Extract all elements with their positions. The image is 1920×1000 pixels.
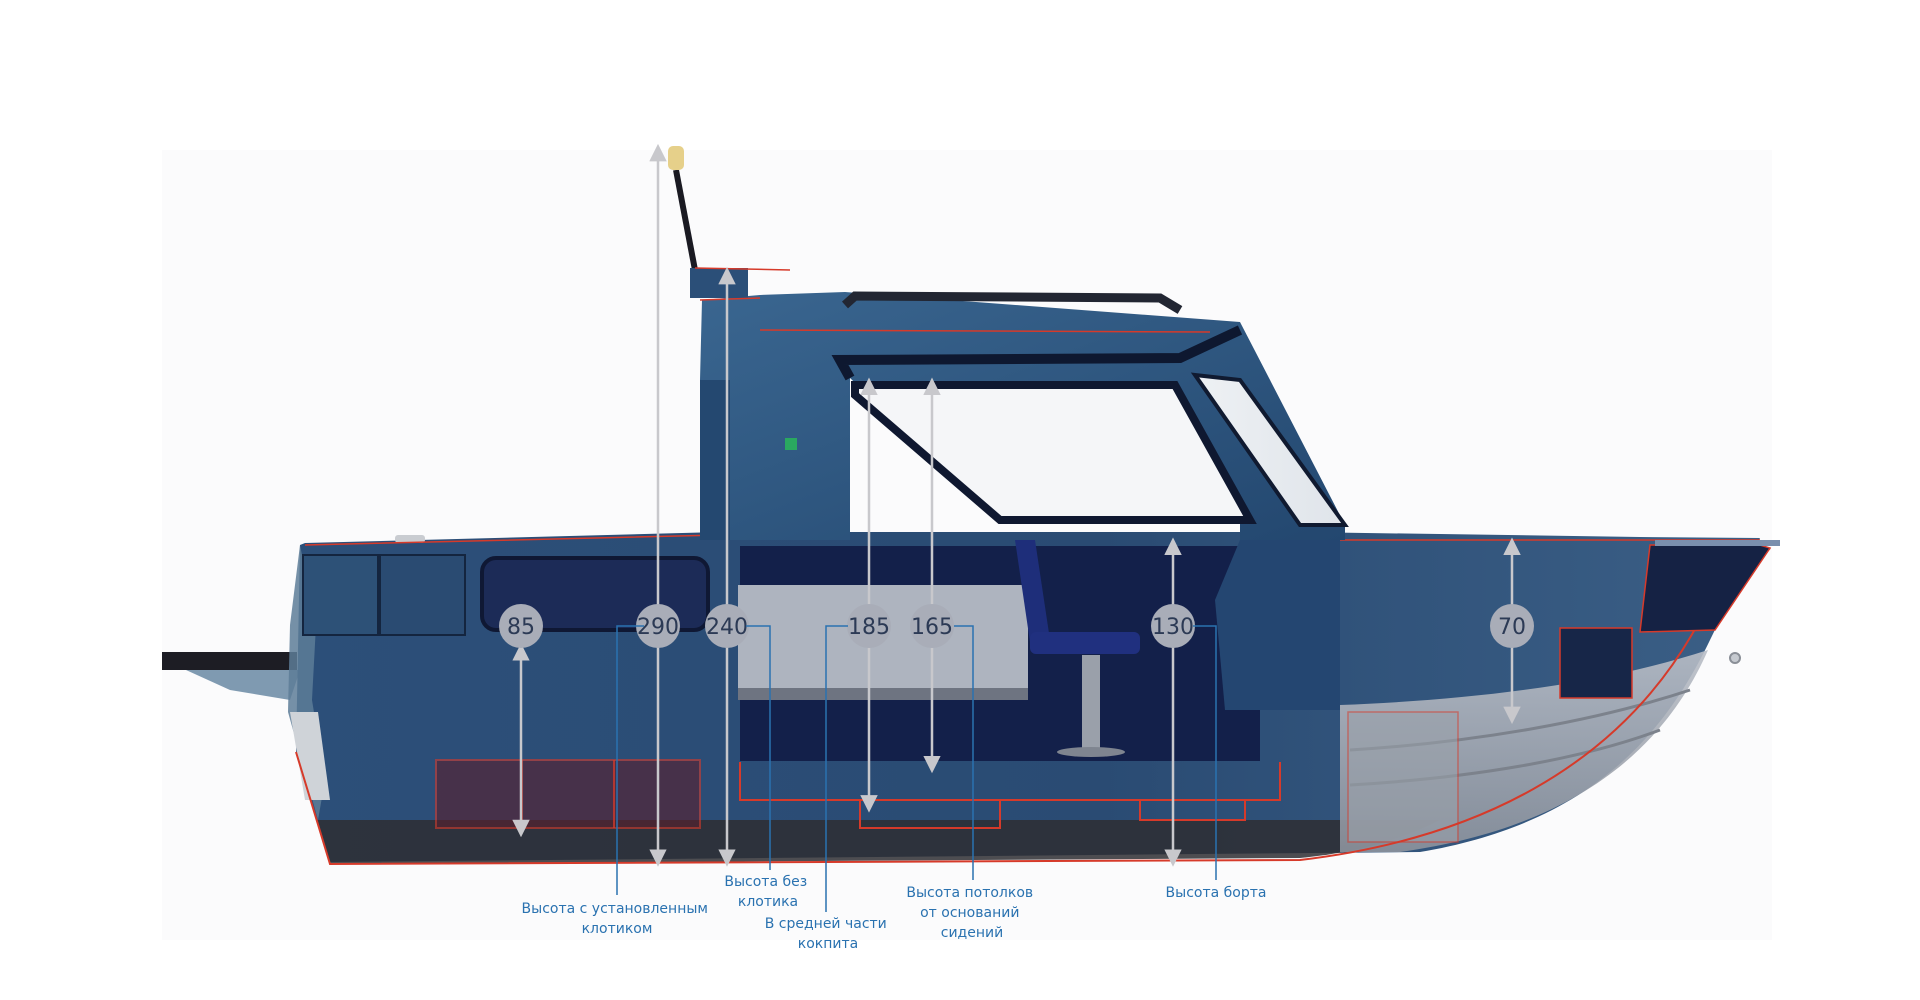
caption-without-light: Высота без клотика [724, 874, 811, 910]
caption-without-light-line-2: клотика [738, 894, 798, 910]
caption-mid-cockpit-line-1: В средней части [765, 916, 887, 932]
rear-post [700, 380, 730, 540]
dimension-value-70: 70 [1498, 615, 1526, 640]
caption-with-light: Высота с установленным клотиком [522, 901, 713, 937]
mast-light [668, 146, 684, 170]
caption-without-light-line-1: Высота без [724, 874, 807, 890]
dimension-badge-70 [1490, 604, 1534, 648]
dimension-value-290: 290 [637, 615, 679, 640]
hull-outline-red [295, 547, 1771, 866]
pilot-seat [1015, 540, 1140, 757]
side-window [851, 381, 1257, 524]
roof-handrail [841, 291, 1183, 314]
caption-board: Высота борта [1166, 885, 1267, 901]
floor-structure [859, 800, 1246, 829]
dimension-badge-85 [499, 604, 543, 648]
cockpit-floor-outline [739, 762, 1281, 801]
dimension-badge-130 [1151, 604, 1195, 648]
leader-ceiling [954, 625, 974, 880]
caption-with-light-line-1: Высота с установленным [522, 901, 708, 917]
caption-with-light-line-2: клотиком [582, 921, 653, 937]
caption-mid-cockpit: В средней части кокпита [765, 916, 892, 952]
keel-band [316, 820, 1440, 864]
caption-board-line-1: Высота борта [1166, 885, 1267, 901]
stern-step [290, 712, 330, 800]
trim-plate [186, 670, 300, 700]
caption-ceiling-line-3: сидений [941, 925, 1003, 941]
roof-red-line [759, 329, 1211, 333]
bow-rail [1655, 540, 1780, 546]
dimension-value-165: 165 [911, 615, 953, 640]
dimension-layer: 85 290 240 185 165 130 70 [499, 143, 1534, 867]
bench-base [738, 688, 1028, 700]
mast [673, 169, 698, 271]
leader-board [1193, 625, 1217, 880]
wheelhouse-dark-frame [831, 325, 1243, 381]
windshield [1190, 372, 1349, 527]
dashboard [1215, 540, 1340, 710]
dimension-value-185: 185 [848, 615, 890, 640]
caption-layer: Высота с установленным клотиком Высота б… [522, 625, 1267, 952]
leader-with-light [616, 625, 644, 895]
dimension-badge-165 [910, 604, 954, 648]
aft-cleat [395, 535, 425, 543]
aft-box-2 [379, 554, 466, 636]
caption-mid-cockpit-line-2: кокпита [798, 936, 858, 952]
bow-step [1559, 627, 1633, 699]
mast-base [690, 268, 748, 298]
nav-light [785, 438, 797, 450]
bow-eye [1729, 652, 1741, 664]
outboard-shaft [162, 652, 297, 670]
dimension-value-240: 240 [706, 615, 748, 640]
dimension-badge-290 [636, 604, 680, 648]
caption-ceiling-line-1: Высота потолков [906, 885, 1033, 901]
aft-box [302, 554, 379, 636]
caption-ceiling-line-2: от оснований [920, 905, 1019, 921]
caption-ceiling: Высота потолков от оснований сидений [906, 885, 1037, 941]
dimension-value-130: 130 [1152, 615, 1194, 640]
dimension-badge-240 [705, 604, 749, 648]
stern-tank [435, 759, 701, 829]
leader-without-light [746, 625, 771, 870]
dimension-badge-185 [847, 604, 891, 648]
bow-locker [1347, 711, 1459, 843]
leader-mid-cockpit [825, 625, 848, 912]
dimension-value-85: 85 [507, 615, 535, 640]
